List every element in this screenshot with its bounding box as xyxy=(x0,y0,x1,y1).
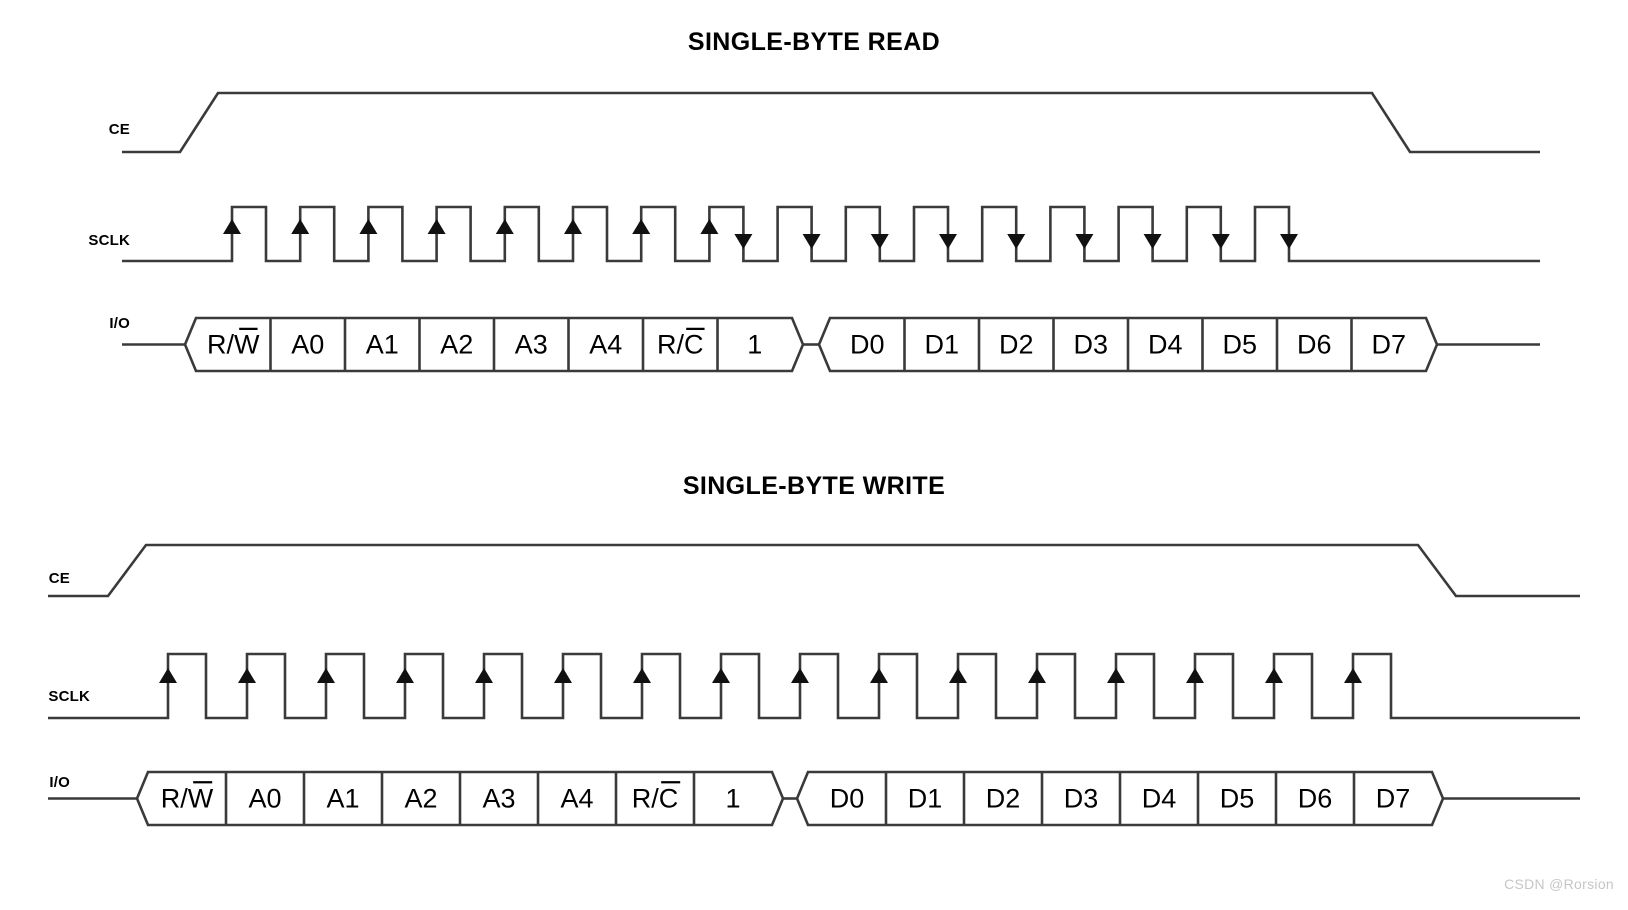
sclk-edge-arrow-up-16 xyxy=(1344,668,1362,683)
sclk-edge-arrow-up-11 xyxy=(949,668,967,683)
io-cell-label: D4 xyxy=(1142,784,1177,814)
sclk-edge-arrow-down-17 xyxy=(1280,234,1298,249)
io-cell-label: A1 xyxy=(366,330,399,360)
sclk-edge-arrow-down-15 xyxy=(1143,234,1162,249)
ce-waveform xyxy=(48,543,1580,598)
io-cell-label: D1 xyxy=(908,784,943,814)
sclk-edge-arrow-up-1 xyxy=(223,219,241,234)
read-signal-label-ce: CE xyxy=(108,121,130,138)
io-cell-label: A1 xyxy=(326,784,359,814)
sclk-waveform xyxy=(48,652,1580,720)
read-signal-label-sclk: SCLK xyxy=(88,232,130,249)
write-waveforms: R/W A0 A1 A2 A3 A4 R/C 1 D0 D1 D2 D3 D4 D5 D6 D7 xyxy=(48,543,1580,827)
sclk-edge-arrow-down-13 xyxy=(1007,234,1026,249)
io-cell-label: D2 xyxy=(999,330,1034,360)
io-cell-label: D3 xyxy=(1073,330,1108,360)
io-cell-label: D7 xyxy=(1371,330,1406,360)
sclk-edge-arrow-up-15 xyxy=(1265,668,1283,683)
sclk-edge-arrow-up-8 xyxy=(700,219,719,234)
io-cell-label: 1 xyxy=(747,330,762,360)
write-diagram-title: SINGLE-BYTE WRITE xyxy=(682,472,946,500)
io-cell-label: A4 xyxy=(589,330,622,360)
read-diagram-title: SINGLE-BYTE READ xyxy=(687,28,941,56)
write-signal-label-sclk: SCLK xyxy=(48,688,90,705)
io-cell-label: R/C xyxy=(657,330,704,360)
io-cell-label: D7 xyxy=(1376,784,1411,814)
sclk-edge-arrow-up-2 xyxy=(291,219,310,234)
io-cell-label: D3 xyxy=(1064,784,1099,814)
sclk-edge-arrow-up-6 xyxy=(554,668,572,683)
sclk-edge-arrow-up-6 xyxy=(564,219,582,234)
io-cell-label: D6 xyxy=(1298,784,1333,814)
sclk-edge-arrow-up-13 xyxy=(1107,668,1125,683)
io-cell-label: A2 xyxy=(404,784,437,814)
io-cell-label: D4 xyxy=(1148,330,1183,360)
io-cell-label: D2 xyxy=(986,784,1021,814)
sclk-edge-arrow-up-7 xyxy=(633,668,651,683)
io-cell-label: A3 xyxy=(515,330,548,360)
sclk-edge-arrow-up-5 xyxy=(475,668,493,683)
io-cell-label: D5 xyxy=(1222,330,1257,360)
sclk-edge-arrow-up-9 xyxy=(791,668,809,683)
ce-waveform xyxy=(122,91,1540,154)
sclk-edge-arrow-up-4 xyxy=(396,668,414,683)
io-cell-label: A0 xyxy=(291,330,324,360)
io-cell-label: A0 xyxy=(248,784,281,814)
watermark: CSDN @Rorsion xyxy=(1504,876,1614,892)
io-cell-label: D0 xyxy=(830,784,865,814)
sclk-edge-arrow-up-3 xyxy=(317,668,335,683)
sclk-edge-arrow-up-4 xyxy=(427,219,446,234)
sclk-edge-arrow-down-12 xyxy=(939,234,957,249)
sclk-edge-arrow-up-8 xyxy=(712,668,730,683)
io-cell-label: R/W xyxy=(161,784,214,814)
io-cell-label: 1 xyxy=(725,784,740,814)
sclk-waveform xyxy=(122,205,1540,263)
read-signal-label-io: I/O xyxy=(109,315,130,332)
io-cell-label: R/C xyxy=(632,784,679,814)
io-cell-label: D1 xyxy=(924,330,959,360)
io-cell-label: A2 xyxy=(440,330,473,360)
io-cell-label: A4 xyxy=(560,784,593,814)
write-signal-label-ce: CE xyxy=(48,570,70,587)
sclk-edge-arrow-up-3 xyxy=(359,219,378,234)
sclk-edge-arrow-down-16 xyxy=(1211,234,1230,249)
sclk-edge-arrow-up-1 xyxy=(159,668,177,683)
io-cell-label: A3 xyxy=(482,784,515,814)
write-signal-label-io: I/O xyxy=(49,774,70,791)
sclk-edge-arrow-up-2 xyxy=(238,668,256,683)
sclk-edge-arrow-up-12 xyxy=(1028,668,1046,683)
sclk-edge-arrow-down-11 xyxy=(870,234,889,249)
io-cell-label: R/W xyxy=(207,330,260,360)
sclk-edge-arrow-down-14 xyxy=(1075,234,1094,249)
sclk-edge-arrow-up-7 xyxy=(632,219,651,234)
sclk-edge-arrow-down-10 xyxy=(802,234,821,249)
sclk-edge-arrow-up-14 xyxy=(1186,668,1204,683)
io-cell-label: D6 xyxy=(1297,330,1332,360)
io-cell-label: D0 xyxy=(850,330,885,360)
sclk-edge-arrow-down-9 xyxy=(734,234,753,249)
sclk-edge-arrow-up-10 xyxy=(870,668,888,683)
io-cell-label: D5 xyxy=(1220,784,1255,814)
read-waveforms: R/W A0 A1 A2 A3 A4 R/C 1 D0 D1 D2 D3 D4 D5 D6 D7 xyxy=(122,91,1540,373)
sclk-edge-arrow-up-5 xyxy=(495,219,514,234)
